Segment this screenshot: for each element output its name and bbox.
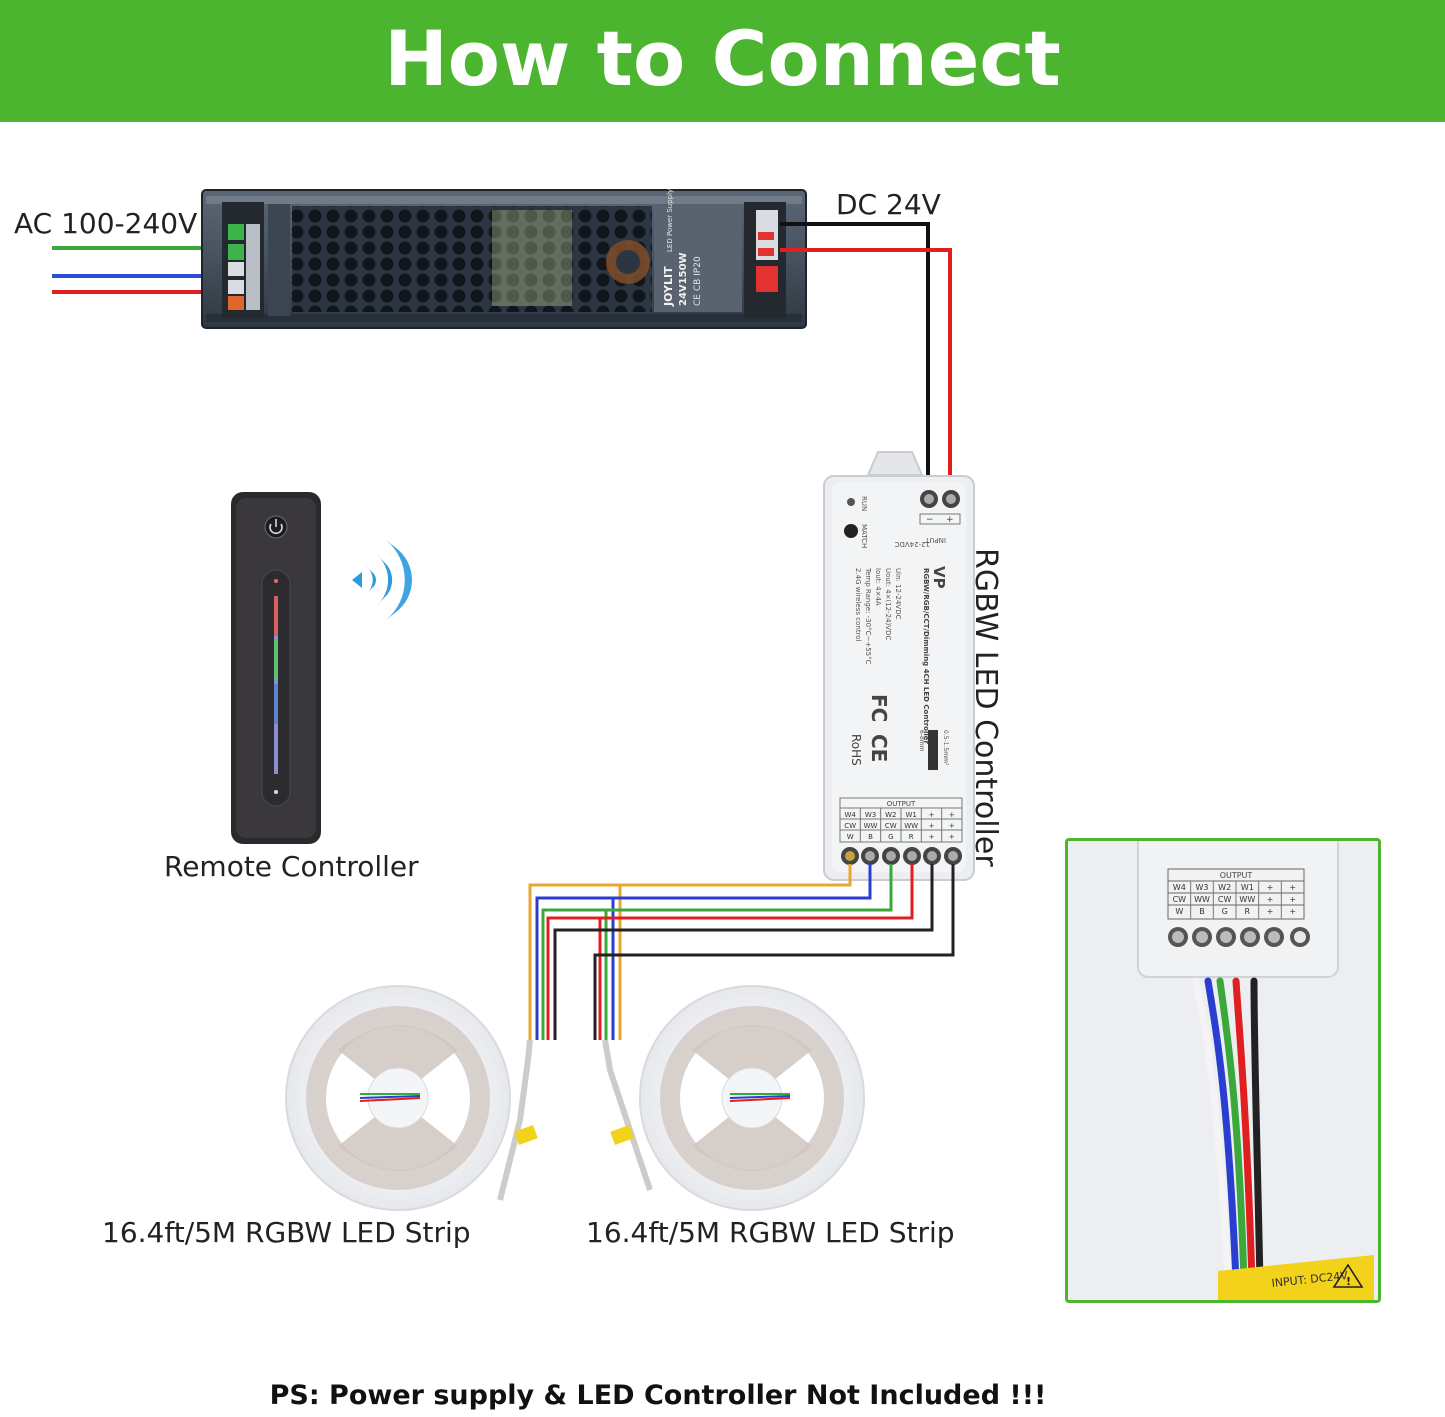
output-table-cell: WW	[904, 822, 918, 830]
page-title: How to Connect	[384, 14, 1061, 103]
led-strip-reel-right	[602, 985, 865, 1211]
output-table-cell: CW	[1218, 895, 1232, 904]
inset-output-label: OUTPUT	[1220, 871, 1253, 880]
strip-left-label: 16.4ft/5M RGBW LED Strip	[102, 1216, 471, 1249]
output-table-cell: W1	[1241, 883, 1254, 892]
ctrl-input-label: INPUT	[924, 536, 946, 544]
output-table-cell: G	[888, 833, 893, 841]
led-strip-reel-left	[285, 985, 538, 1211]
output-table-cell: W	[847, 833, 854, 841]
output-table-cell: +	[1267, 895, 1274, 904]
ce-logo: CE	[867, 734, 891, 762]
psu-type: LED Power Supply	[666, 189, 674, 252]
controller-label: RGBW LED Controller	[968, 548, 1003, 867]
output-table-cell: R	[909, 833, 914, 841]
led-controller: − + INPUT 12-24VDC RUN MATCH VP RGBW/RGB…	[823, 451, 975, 881]
output-table-cell: +	[949, 811, 955, 819]
psu-marks: CE CB IP20	[693, 256, 703, 306]
ac-input-label: AC 100-240V	[14, 207, 198, 240]
ctrl-rohs: RoHS	[849, 734, 863, 766]
svg-text:!: !	[1346, 1275, 1351, 1288]
ctrl-spec-temp: Temp Range: -30°C~+55°C	[864, 567, 872, 665]
output-table-cell: B	[1199, 907, 1205, 916]
output-table-cell: +	[1267, 883, 1274, 892]
output-table-cell: +	[949, 833, 955, 841]
output-table-cell: CW	[1173, 895, 1187, 904]
psu-brand: JOYLIT	[662, 266, 675, 307]
svg-text:+: +	[946, 515, 954, 525]
output-table-cell: +	[1267, 907, 1274, 916]
ctrl-input-voltage: 12-24VDC	[894, 540, 930, 548]
remote-label: Remote Controller	[164, 850, 419, 883]
output-table-cell: G	[1222, 907, 1228, 916]
header-banner: How to Connect	[0, 0, 1445, 122]
output-table-cell: W	[1175, 907, 1183, 916]
footnote-disclaimer: PS: Power supply & LED Controller Not In…	[269, 1380, 1047, 1411]
output-table-cell: W4	[844, 811, 856, 819]
remote-controller	[231, 492, 321, 844]
ctrl-spec-wireless: 2.4G wireless control	[854, 568, 862, 642]
output-table-cell: WW	[1194, 895, 1210, 904]
dc-negative-wire	[780, 222, 930, 497]
output-table-cell: W3	[1196, 883, 1209, 892]
ctrl-run-label: RUN	[860, 496, 868, 511]
output-wires	[528, 864, 955, 1040]
ctrl-output-label: OUTPUT	[887, 800, 916, 808]
output-table-cell: B	[868, 833, 873, 841]
output-table-cell: R	[1245, 907, 1251, 916]
strip-right-label: 16.4ft/5M RGBW LED Strip	[586, 1216, 955, 1249]
dc-output-label: DC 24V	[836, 188, 941, 221]
output-table-cell: W1	[905, 811, 916, 819]
dc-output-wires	[780, 222, 952, 497]
output-table-cell: W4	[1173, 883, 1186, 892]
ctrl-spec-uout: Uout: 4×(12-24)VDC	[884, 568, 892, 640]
dc-positive-wire	[780, 248, 952, 497]
ctrl-output-terminals	[841, 847, 962, 865]
ctrl-description: RGBW/RGB/CCT/Dimming 4CH LED Controller	[922, 568, 930, 745]
output-table-cell: +	[929, 822, 935, 830]
psu-model: 24V150W	[678, 252, 689, 306]
output-table-cell: W2	[885, 811, 896, 819]
fcc-logo: FC	[867, 694, 891, 722]
output-table-cell: +	[1289, 895, 1296, 904]
output-table-cell: +	[929, 811, 935, 819]
ctrl-wire-size: 0.5-1.5mm²	[942, 730, 949, 766]
ctrl-strip-length: 6-8mm	[918, 730, 925, 752]
output-table-cell: CW	[885, 822, 897, 830]
output-table-cell: W2	[1218, 883, 1231, 892]
ctrl-name: VP	[930, 566, 948, 589]
ctrl-output-table: OUTPUT W4 W3 W2 W1 + + CW WW CW WW + + W B G R + +	[839, 797, 963, 843]
output-table-cell: WW	[1239, 895, 1255, 904]
ctrl-match-label: MATCH	[860, 524, 868, 548]
output-table-cell: +	[1289, 907, 1296, 916]
power-supply: JOYLIT 24V150W CE CB IP20 LED Power Supp…	[201, 189, 807, 329]
svg-text:−: −	[926, 515, 934, 525]
wifi-signal-icon	[352, 540, 413, 620]
output-table-cell: CW	[844, 822, 856, 830]
output-table-cell: +	[1289, 883, 1296, 892]
ctrl-spec-iout: Iout: 4×4A	[874, 568, 882, 606]
output-table-cell: +	[929, 833, 935, 841]
ctrl-spec-uin: Uin: 12-24VDC	[894, 568, 902, 620]
output-table-cell: +	[949, 822, 955, 830]
output-table-cell: WW	[864, 822, 878, 830]
power-icon	[264, 515, 288, 539]
output-table-cell: W3	[865, 811, 876, 819]
